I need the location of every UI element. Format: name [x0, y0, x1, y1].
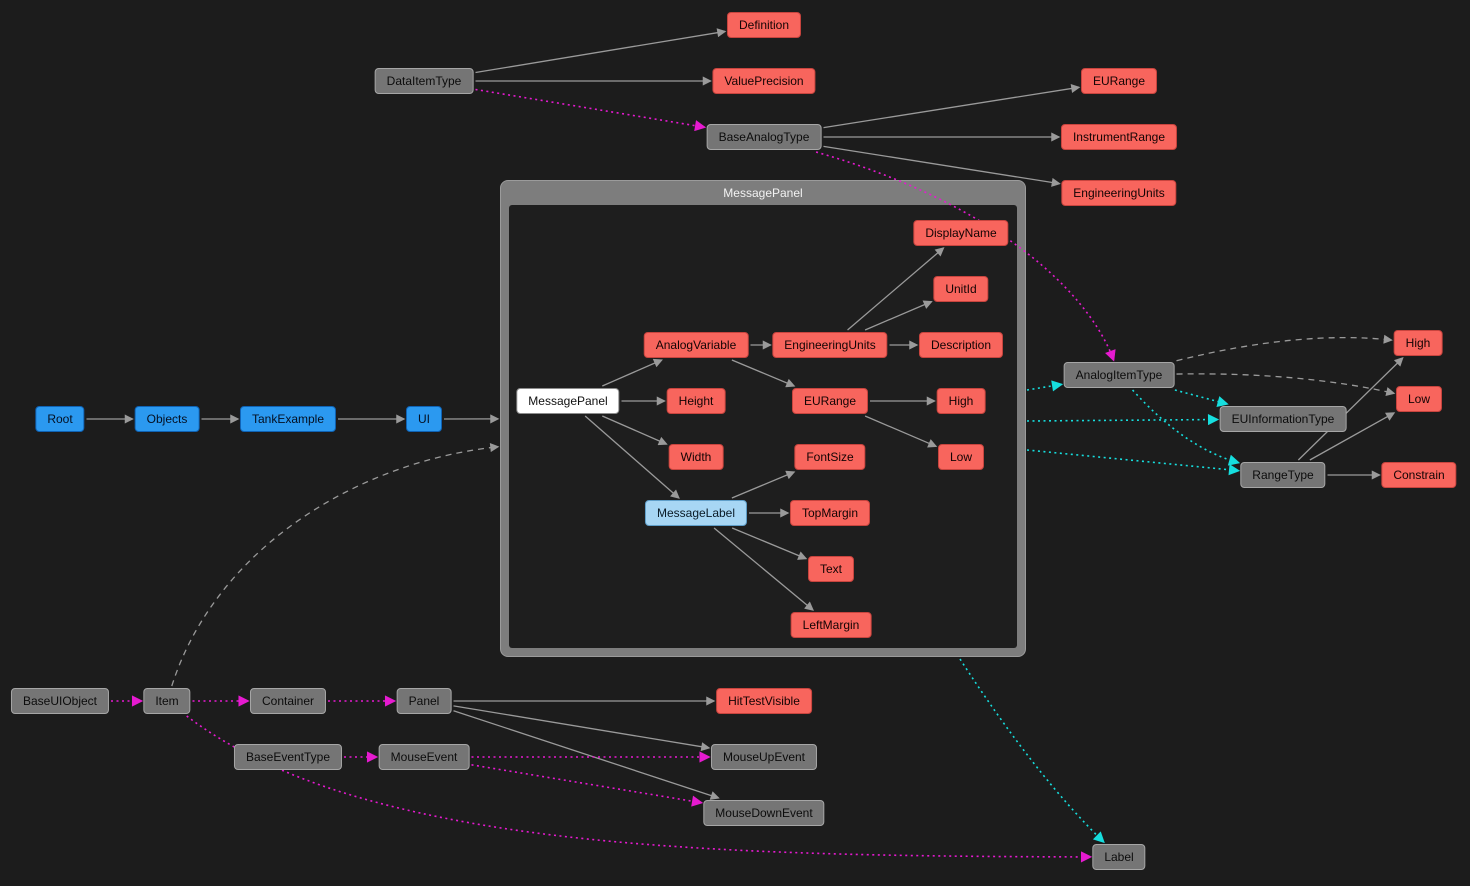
edge-messagepanel_node-analogvariable	[602, 358, 663, 387]
edge-group-analogitemtype	[1026, 380, 1064, 392]
node-high_far[interactable]: High	[1393, 330, 1443, 356]
node-low_in[interactable]: Low	[937, 444, 985, 470]
node-ui[interactable]: UI	[406, 406, 442, 432]
node-engineeringunits_right[interactable]: EngineeringUnits	[1061, 180, 1177, 206]
node-euinformationtype[interactable]: EUInformationType	[1219, 406, 1347, 432]
edge-baseanalogtype-engineeringunits_right	[823, 145, 1061, 187]
node-item[interactable]: Item	[143, 688, 191, 714]
messagepanel-group[interactable]: MessagePanel	[500, 180, 1026, 657]
node-mousedownevent[interactable]: MouseDownEvent	[703, 800, 825, 826]
node-analogitemtype[interactable]: AnalogItemType	[1063, 362, 1175, 388]
edge-group-label_node	[959, 658, 1105, 844]
node-container[interactable]: Container	[249, 688, 327, 714]
edge-baseanalogtype-analogitemtype	[815, 151, 1116, 362]
edge-analogitemtype-rangetype	[1131, 389, 1241, 466]
node-unitid[interactable]: UnitId	[933, 276, 989, 302]
edge-panel-mousedownevent	[453, 710, 720, 800]
edge-engineeringunits_in-unitid	[864, 300, 933, 331]
edge-analogvariable-eurange_in	[731, 359, 796, 388]
node-mouseevent[interactable]: MouseEvent	[378, 744, 470, 770]
edge-rangetype-high_far	[1297, 357, 1404, 461]
node-rangetype[interactable]: RangeType	[1240, 462, 1326, 488]
messagepanel-group-title: MessagePanel	[723, 186, 803, 200]
node-description[interactable]: Description	[918, 332, 1004, 358]
node-leftmargin[interactable]: LeftMargin	[790, 612, 872, 638]
edge-baseanalogtype-eurange_top	[823, 84, 1081, 129]
edge-rangetype-low_far	[1309, 412, 1396, 461]
node-hittestvisible[interactable]: HitTestVisible	[716, 688, 812, 714]
node-panel[interactable]: Panel	[396, 688, 452, 714]
edge-messagepanel_node-width	[602, 415, 668, 446]
node-text[interactable]: Text	[807, 556, 855, 582]
node-baseanalogtype[interactable]: BaseAnalogType	[706, 124, 822, 150]
edge-group-euinformationtype	[1026, 413, 1220, 426]
edge-item-group	[171, 443, 500, 687]
node-constrain[interactable]: Constrain	[1381, 462, 1457, 488]
node-objects[interactable]: Objects	[134, 406, 200, 432]
node-high_in[interactable]: High	[936, 388, 986, 414]
node-engineeringunits_in[interactable]: EngineeringUnits	[772, 332, 888, 358]
node-height[interactable]: Height	[666, 388, 726, 414]
edge-eurange_in-low_in	[864, 415, 938, 448]
edge-mouseevent-mousedownevent	[471, 764, 704, 807]
node-instrumentrange[interactable]: InstrumentRange	[1060, 124, 1178, 150]
node-label_node[interactable]: Label	[1092, 844, 1146, 870]
node-eurange_top[interactable]: EURange	[1080, 68, 1158, 94]
node-displayname[interactable]: DisplayName	[913, 220, 1009, 246]
edge-group-rangetype	[1026, 449, 1241, 476]
edge-dataitemtype-baseanalogtype	[475, 88, 707, 132]
node-dataitemtype[interactable]: DataItemType	[374, 68, 474, 94]
edge-dataitemtype-definition	[475, 28, 727, 74]
node-root[interactable]: Root	[35, 406, 85, 432]
node-eurange_in[interactable]: EURange	[791, 388, 869, 414]
node-width[interactable]: Width	[668, 444, 724, 470]
node-messagepanel_node[interactable]: MessagePanel	[516, 388, 620, 414]
node-topmargin[interactable]: TopMargin	[789, 500, 871, 526]
edge-analogitemtype-euinformationtype	[1174, 389, 1229, 407]
node-messagelabel[interactable]: MessageLabel	[644, 500, 748, 526]
edge-analogitemtype-high_far	[1176, 334, 1393, 362]
node-fontsize[interactable]: FontSize	[794, 444, 866, 470]
node-definition[interactable]: Definition	[726, 12, 802, 38]
node-valueprecision[interactable]: ValuePrecision	[712, 68, 816, 94]
node-mouseupevent[interactable]: MouseUpEvent	[710, 744, 818, 770]
messagepanel-group-body	[509, 205, 1017, 648]
edge-messagelabel-fontsize	[731, 470, 796, 499]
edge-item-label_node	[186, 715, 1093, 863]
node-analogvariable[interactable]: AnalogVariable	[643, 332, 749, 358]
edge-messagelabel-leftmargin	[713, 527, 814, 611]
node-tankexample[interactable]: TankExample	[239, 406, 337, 432]
edge-engineeringunits_in-displayname	[847, 247, 945, 331]
node-baseuiobject[interactable]: BaseUIObject	[10, 688, 110, 714]
edge-panel-mouseupevent	[453, 705, 711, 752]
node-baseeventtype[interactable]: BaseEventType	[233, 744, 343, 770]
node-low_far[interactable]: Low	[1395, 386, 1443, 412]
edge-messagepanel_node-messagelabel	[584, 415, 680, 499]
edge-messagelabel-text	[731, 527, 808, 560]
edge-analogitemtype-low_far	[1176, 373, 1396, 397]
